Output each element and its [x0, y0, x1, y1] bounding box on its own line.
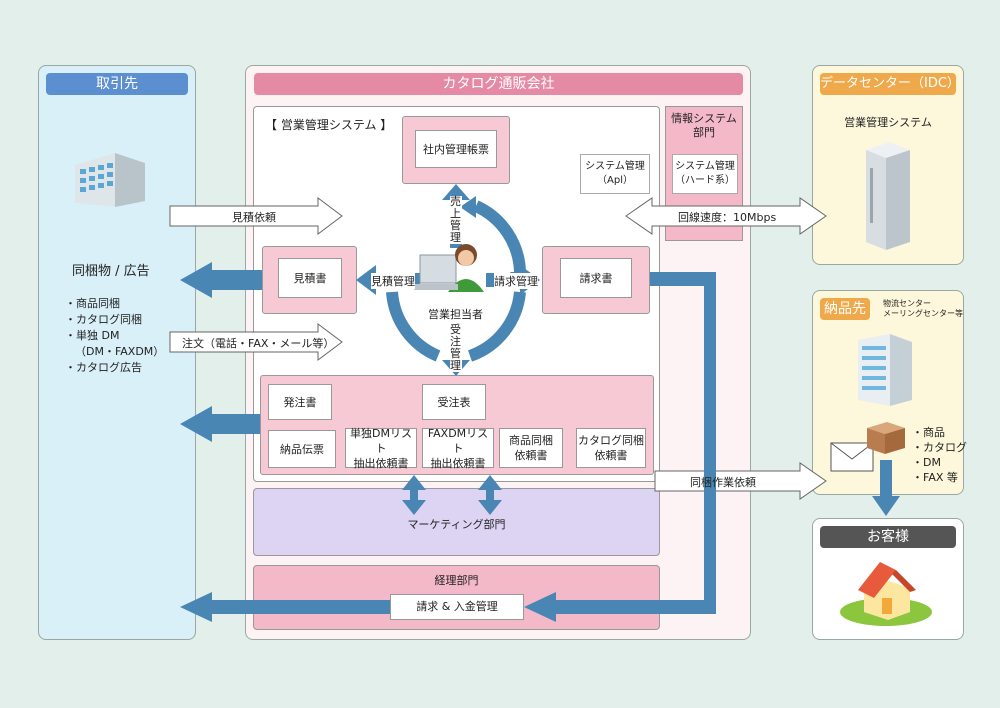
- marketing-arrow: [402, 475, 426, 515]
- internal-report-doc: 社内管理帳票: [415, 130, 497, 168]
- hub-ring: [473, 200, 526, 273]
- order-arrow: [169, 323, 343, 361]
- sales-system-title: 【 営業管理システム 】: [265, 118, 393, 132]
- estimate-to-partner-arrow: [180, 262, 262, 298]
- goods-item: ・カタログ広告: [65, 361, 142, 374]
- house-icon: [836, 552, 936, 630]
- info-dept-title: 情報システム 部門: [671, 112, 737, 139]
- billing-partner-arrow: [180, 592, 390, 622]
- goods-list: ・商品同梱 ・カタログ同梱 ・単独 DM （DM・FAXDM） ・カタログ広告: [65, 296, 164, 376]
- sales-mgmt-label: 売上管理: [450, 195, 462, 244]
- goods-item: ・カタログ同梱: [65, 313, 142, 326]
- delivery-title: 納品先: [820, 298, 870, 320]
- accounting-title: 経理部門: [434, 574, 479, 587]
- delivery-subtitle: 物流センター メーリングセンター等: [883, 299, 963, 318]
- system-admin-box: システム管理 （Apl）: [580, 154, 650, 194]
- invoice-route: [524, 272, 716, 622]
- order-table-doc: 受注表: [422, 384, 486, 420]
- delivery-slip-doc: 納品伝票: [268, 430, 336, 468]
- hub-arrow-head: [460, 196, 476, 218]
- product-bundle-doc: 商品同梱 依頼書: [499, 428, 563, 468]
- building-icon: [70, 145, 150, 215]
- quote-request-label: 見積依頼: [232, 211, 276, 224]
- delivery-item: ・FAX 等: [912, 471, 958, 484]
- dm-list-doc: 単独DMリスト 抽出依頼書: [345, 427, 417, 470]
- hardware-admin-box: システム管理 （ハード系）: [672, 154, 738, 194]
- delivery-items: ・商品 ・カタログ ・DM ・FAX 等: [912, 425, 967, 485]
- faxdm-list-doc: FAXDMリスト 抽出依頼書: [422, 427, 494, 470]
- delivery-to-customer-arrow: [872, 460, 900, 516]
- estimate-doc: 見積書: [278, 258, 342, 298]
- marketing-box: [253, 488, 660, 556]
- estimate-mgmt-label: 見積管理: [371, 273, 415, 289]
- hub-ring: [467, 291, 526, 362]
- marketing-arrow: [478, 475, 502, 515]
- line-speed-label: 回線速度：10Mbps: [678, 211, 777, 224]
- quote-request-arrow: [169, 197, 343, 235]
- person-icon: [414, 244, 484, 292]
- line-speed-arrow: [625, 197, 827, 235]
- delivery-item: ・カタログ: [912, 441, 967, 454]
- server-icon: [860, 138, 915, 253]
- marketing-title: マーケティング部門: [407, 518, 506, 531]
- goods-title: 同梱物 / 広告: [72, 264, 150, 279]
- goods-item: ・商品同梱: [65, 297, 120, 310]
- customer-title: お客様: [820, 526, 956, 548]
- delivery-item: ・DM: [912, 456, 941, 469]
- partner-title: 取引先: [46, 73, 188, 95]
- catalog-bundle-doc: カタログ同梱 依頼書: [576, 428, 646, 468]
- purchase-order-doc: 発注書: [268, 384, 332, 420]
- hub-ring: [386, 291, 441, 362]
- billing-box: 請求 & 入金管理: [390, 594, 524, 620]
- delivery-item: ・商品: [912, 426, 945, 439]
- delivery-building-icon: [850, 330, 920, 410]
- idc-title: データセンター（IDC）: [820, 73, 960, 95]
- bundle-work-arrow: [654, 462, 827, 500]
- invoice-mgmt-label: 請求管理: [494, 273, 538, 289]
- company-title: カタログ通販会社: [254, 73, 743, 95]
- goods-item: （DM・FAXDM）: [75, 345, 165, 358]
- order-mgmt-label: 受注管理: [450, 323, 462, 372]
- idc-system-label: 営業管理システム: [844, 116, 932, 129]
- goods-item: ・単独 DM: [65, 329, 120, 342]
- order-label: 注文（電話・FAX・メール等）: [182, 337, 335, 350]
- package-icon: [865, 418, 907, 456]
- bundle-work-label: 同梱作業依頼: [690, 476, 756, 489]
- orders-to-partner-arrow: [180, 406, 260, 442]
- envelope-icon: [830, 442, 874, 472]
- invoice-doc: 請求書: [560, 258, 632, 298]
- person-label: 営業担当者: [428, 308, 483, 321]
